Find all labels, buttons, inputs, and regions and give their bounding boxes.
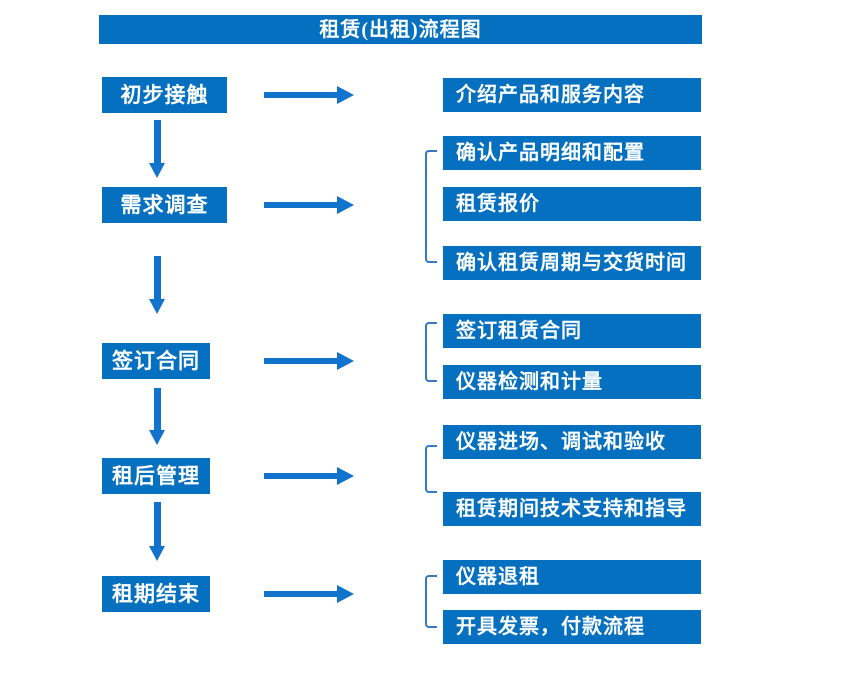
arrow-right-icon-4 xyxy=(264,467,354,485)
arrow-right-icon-3 xyxy=(264,352,354,370)
detail-box-confirm-period: 确认租赁周期与交货时间 xyxy=(443,246,701,280)
arrow-down-icon-3 xyxy=(149,388,166,445)
stage-box-rental-end: 租期结束 xyxy=(102,576,210,612)
bracket-group-demand-survey xyxy=(425,150,437,263)
stage-box-sign-contract: 签订合同 xyxy=(102,343,210,379)
flowchart-title: 租赁(出租)流程图 xyxy=(99,15,702,44)
detail-box-instrument-entry: 仪器进场、调试和验收 xyxy=(443,425,701,459)
detail-box-tech-support: 租赁期间技术支持和指导 xyxy=(443,492,701,526)
detail-box-invoice-payment: 开具发票，付款流程 xyxy=(443,610,701,644)
detail-box-instrument-return: 仪器退租 xyxy=(443,560,701,594)
arrow-down-icon-1 xyxy=(149,120,166,178)
arrow-right-icon-2 xyxy=(264,196,354,214)
detail-box-confirm-config: 确认产品明细和配置 xyxy=(443,136,701,170)
stage-box-post-rental-mgmt: 租后管理 xyxy=(102,458,210,494)
bracket-group-post-rental xyxy=(425,445,437,493)
detail-box-rental-quote: 租赁报价 xyxy=(443,187,701,221)
arrow-down-icon-4 xyxy=(149,502,166,561)
arrow-right-icon-1 xyxy=(264,86,354,104)
arrow-right-icon-5 xyxy=(264,585,354,603)
detail-box-sign-rental-contract: 签订租赁合同 xyxy=(443,314,701,348)
detail-box-instrument-testing: 仪器检测和计量 xyxy=(443,365,701,399)
bracket-group-rental-end xyxy=(425,575,437,628)
bracket-group-sign-contract xyxy=(425,322,437,382)
detail-box-introduce-products: 介绍产品和服务内容 xyxy=(443,78,701,112)
arrow-down-icon-2 xyxy=(149,256,166,314)
stage-box-initial-contact: 初步接触 xyxy=(102,77,227,113)
stage-box-demand-survey: 需求调查 xyxy=(102,187,227,223)
